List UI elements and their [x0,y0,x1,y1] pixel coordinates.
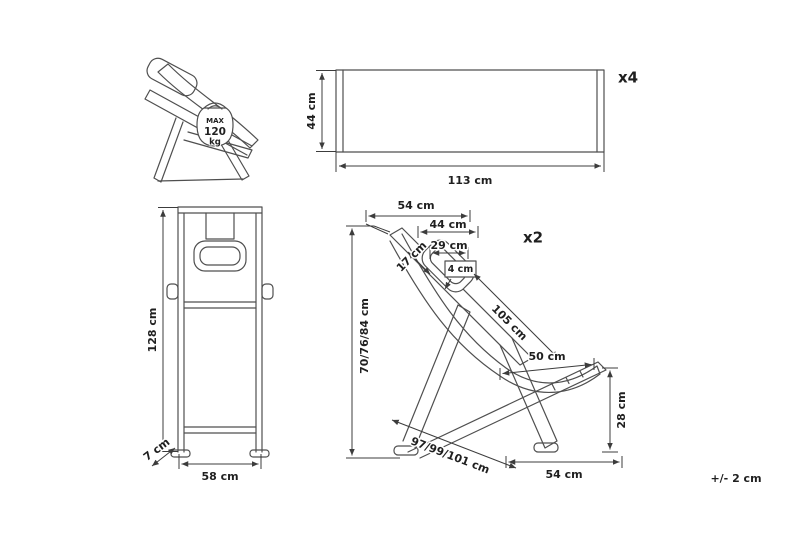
perspective-chair-fabric [157,63,259,149]
side-depth-options-label: 97/99/101 cm [409,435,492,477]
front-width-label: 58 cm [201,470,238,483]
perspective-headrest-pillow [146,57,198,97]
side-fabric-sling [389,233,601,394]
fabric-quantity-label: x4 [618,69,638,87]
fabric-width-label: 113 cm [448,174,493,187]
front-right-hook [261,283,274,300]
side-rear-foot [533,442,559,453]
max-weight-word: MAX [206,117,224,125]
side-view: 54 cm 44 cm 29 cm 17 cm 4 cm 105 cm 70/7… [346,198,630,483]
max-weight-unit: kg [209,138,221,148]
front-right-foot [249,449,270,458]
perspective-bottom-stretcher [157,178,244,182]
fabric-height-label: 44 cm [305,92,318,129]
fabric-panel-seams [342,69,598,153]
max-weight-icon: MAX 120 kg [196,102,234,149]
max-weight-value: 120 [204,126,226,138]
perspective-front-legs [153,117,184,183]
side-base-width-label: 54 cm [545,468,582,481]
side-backrest-length-label: 105 cm [489,302,530,343]
side-back-rails [389,227,533,366]
front-thickness-label: 7 cm [141,436,172,464]
front-frame-rails [177,206,263,453]
front-headrest-pillow [193,240,247,272]
front-crossbars [183,301,257,434]
side-quantity-label: x2 [523,229,543,247]
front-headrest-pillow-inner [199,246,241,266]
side-height-options-label: 70/76/84 cm [358,298,371,374]
perspective-view: MAX 120 kg [144,57,259,183]
side-seat-height-label: 28 cm [615,391,628,428]
side-pillow-thickness-box [444,260,477,278]
side-pillow-width-label: 44 cm [429,218,466,231]
side-top-depth-label: 54 cm [397,199,434,212]
front-height-label: 128 cm [146,308,159,353]
side-seat-length-label: 50 cm [528,350,565,363]
front-fabric-flap [205,212,235,240]
fabric-panel-outline [335,69,605,153]
tolerance-note: +/- 2 cm [710,472,761,485]
fabric-panel-view: 44 cm 113 cm x4 [304,67,640,189]
side-front-legs [402,304,471,449]
side-pillow-thickness-label: 4 cm [448,264,474,275]
side-pillow-inner-width-label: 29 cm [430,239,467,252]
front-view: 128 cm 58 cm 7 cm [140,206,274,485]
front-left-hook [166,283,179,300]
